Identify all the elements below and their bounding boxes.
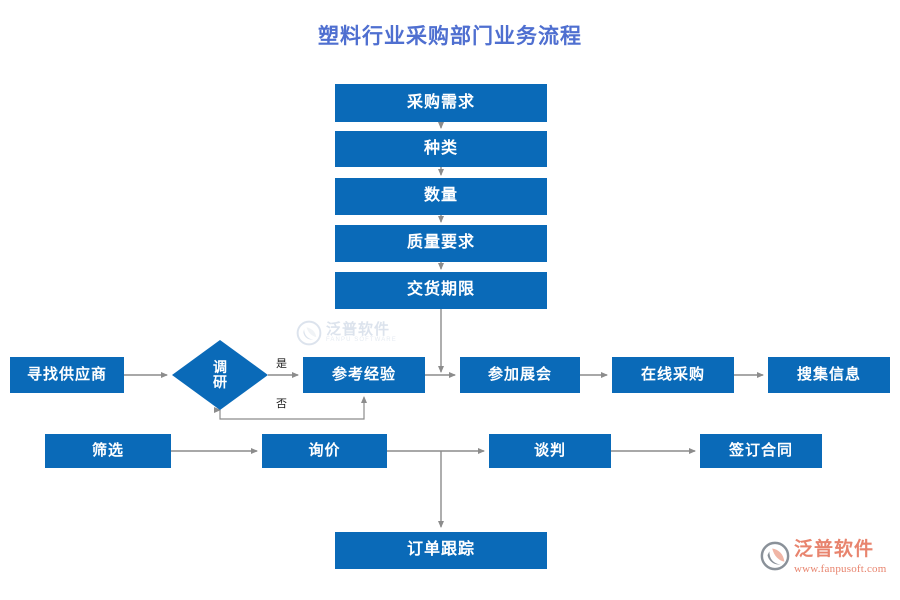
page-title: 塑料行业采购部门业务流程	[318, 25, 582, 48]
node-delivery[interactable]: 交货期限	[335, 272, 547, 309]
node-order-tracking[interactable]: 订单跟踪	[335, 532, 547, 569]
node-contract[interactable]: 签订合同	[700, 434, 822, 468]
node-research-label: 调研	[172, 340, 268, 410]
edge-label-no: 否	[275, 398, 288, 410]
node-quality[interactable]: 质量要求	[335, 225, 547, 262]
edge-label-yes: 是	[275, 358, 288, 370]
node-research[interactable]: 调研	[172, 340, 268, 410]
node-research-text: 调研	[213, 359, 227, 390]
fanpu-logo: 泛普软件 www.fanpusoft.com	[760, 539, 892, 588]
watermark-en: FANPU SOFTWARE	[326, 337, 397, 344]
node-collect-info[interactable]: 搜集信息	[768, 357, 890, 393]
node-exhibition[interactable]: 参加展会	[460, 357, 580, 393]
node-negotiate[interactable]: 谈判	[489, 434, 611, 468]
node-demand[interactable]: 采购需求	[335, 84, 547, 122]
logo-url: www.fanpusoft.com	[794, 562, 887, 575]
node-category[interactable]: 种类	[335, 131, 547, 167]
center-watermark: 泛普软件 FANPU SOFTWARE	[296, 316, 420, 350]
node-quantity[interactable]: 数量	[335, 178, 547, 215]
node-experience[interactable]: 参考经验	[303, 357, 425, 393]
node-find-supplier[interactable]: 寻找供应商	[10, 357, 124, 393]
node-inquiry[interactable]: 询价	[262, 434, 387, 468]
fanpu-logo-icon	[296, 320, 322, 346]
fanpu-logo-icon	[760, 541, 790, 571]
logo-words: 泛普软件 www.fanpusoft.com	[794, 539, 887, 576]
node-screen[interactable]: 筛选	[45, 434, 171, 468]
watermark-cn: 泛普软件	[326, 320, 391, 338]
logo-cn: 泛普软件	[794, 539, 875, 560]
watermark-words: 泛普软件 FANPU SOFTWARE	[326, 320, 397, 345]
node-online-purchase[interactable]: 在线采购	[612, 357, 734, 393]
